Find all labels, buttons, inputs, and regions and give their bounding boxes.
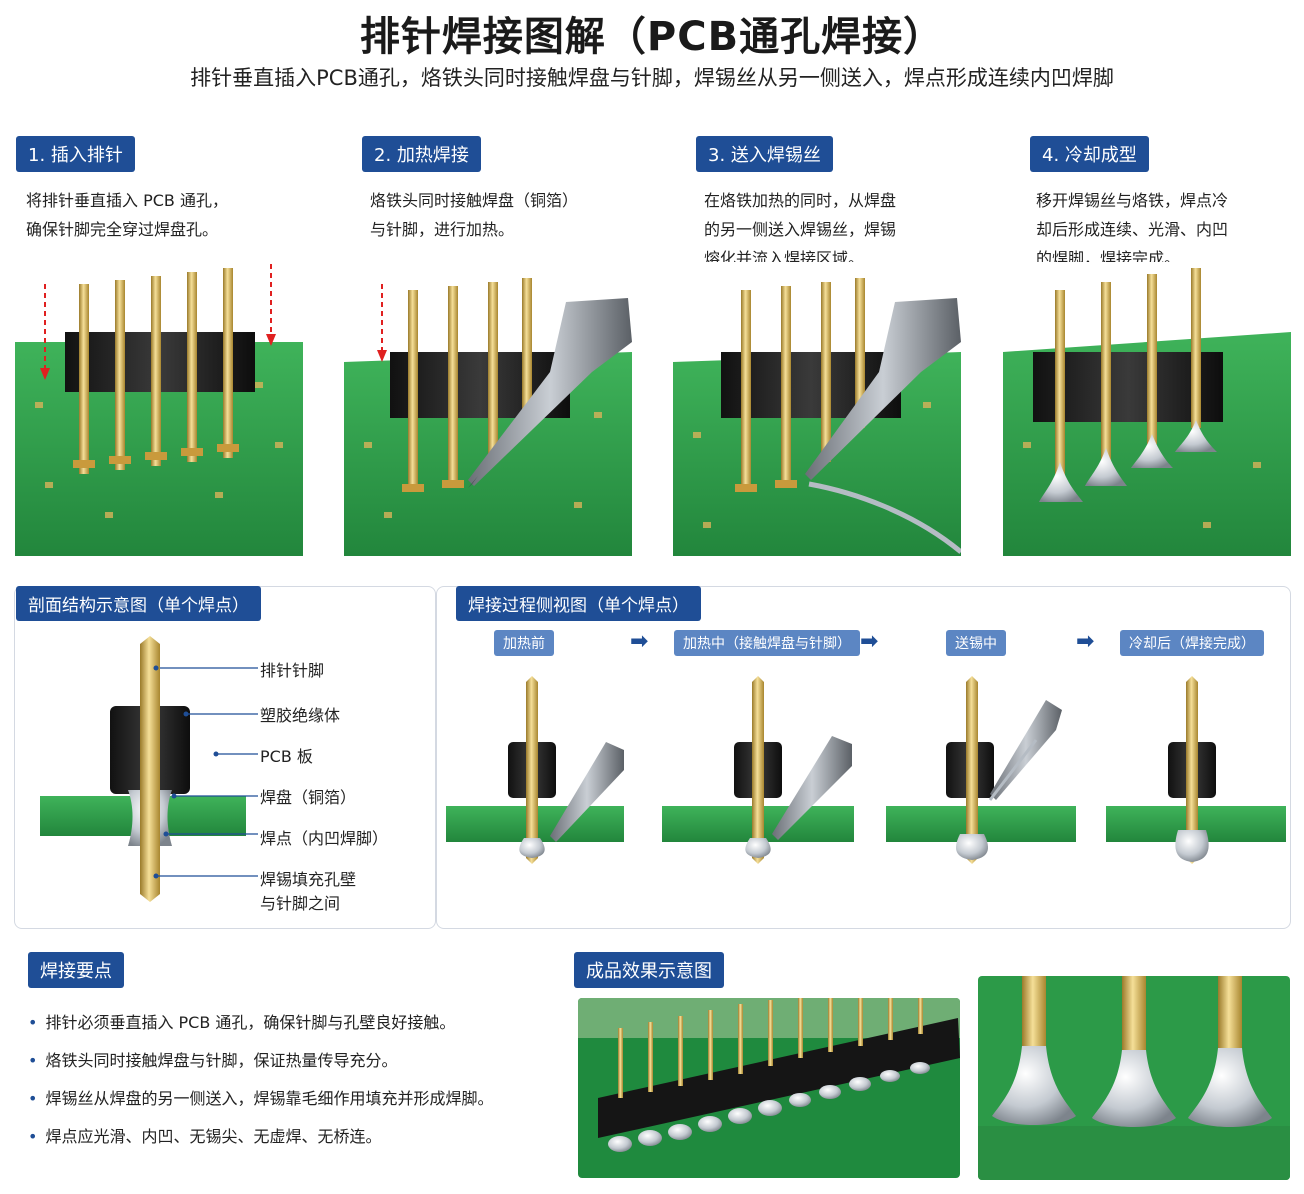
- result-badge: 成品效果示意图: [574, 952, 724, 988]
- step-4-badge: 4. 冷却成型: [1030, 136, 1149, 172]
- tips-badge: 焊接要点: [28, 952, 124, 988]
- step-4-illustration: [1003, 262, 1291, 556]
- step-1-text: 将排针垂直插入 PCB 通孔， 确保针脚完全穿过焊盘孔。: [26, 191, 228, 239]
- step-2-badge: 2. 加热焊接: [362, 136, 481, 172]
- tip-item: 焊点应光滑、内凹、无锡尖、无虚焊、无桥连。: [28, 1118, 493, 1156]
- label-fill-2: 与针脚之间: [260, 894, 341, 913]
- label-joint: 焊点（内凹焊脚）: [260, 829, 389, 848]
- step-1-illustration: [15, 262, 303, 556]
- side-view-cooled: [1106, 670, 1286, 880]
- arrow-icon-2: ➡: [860, 629, 879, 654]
- label-insulator: 塑胶绝缘体: [260, 706, 341, 725]
- stage-feeding: 送锡中: [946, 630, 1006, 656]
- cross-section-badge: 剖面结构示意图（单个焊点）: [16, 586, 261, 621]
- result-photo-row: [578, 998, 960, 1178]
- tip-item: 焊锡丝从焊盘的另一侧送入，焊锡靠毛细作用填充并形成焊脚。: [28, 1080, 493, 1118]
- tip-item: 烙铁头同时接触焊盘与针脚，保证热量传导充分。: [28, 1042, 493, 1080]
- insert-direction-arrows: [40, 264, 276, 380]
- label-pcb: PCB 板: [260, 747, 313, 766]
- solder-joints: [1039, 420, 1217, 502]
- step-3-illustration: [673, 262, 961, 556]
- stage-heating: 加热中（接触焊盘与针脚）: [674, 630, 860, 656]
- side-view-badge: 焊接过程侧视图（单个焊点）: [456, 586, 701, 621]
- page-subtitle: 排针垂直插入PCB通孔，烙铁头同时接触焊盘与针脚，焊锡丝从另一侧送入，焊点形成连…: [190, 66, 1114, 90]
- label-pad: 焊盘（铜箔）: [260, 788, 357, 807]
- tips-list: 排针必须垂直插入 PCB 通孔，确保针脚与孔壁良好接触。 烙铁头同时接触焊盘与针…: [28, 1004, 493, 1156]
- step-1-badge: 1. 插入排针: [16, 136, 135, 172]
- cross-section-box: [14, 586, 436, 929]
- page-title: 排针焊接图解（PCB通孔焊接）: [359, 14, 945, 60]
- step-3-badge: 3. 送入焊锡丝: [696, 136, 833, 172]
- result-photo-closeup: [978, 976, 1290, 1180]
- cross-section-diagram: [36, 636, 266, 906]
- step-2-text: 烙铁头同时接触焊盘（铜箔） 与针脚，进行加热。: [370, 191, 579, 239]
- soldering-iron-icon-2: [805, 298, 961, 480]
- step-3-text: 在烙铁加热的同时，从焊盘 的另一侧送入焊锡丝，焊锡 熔化并流入焊接区域。: [704, 191, 897, 268]
- label-fill-1: 焊锡填充孔壁: [260, 870, 357, 889]
- side-view-before: [446, 670, 626, 880]
- arrow-icon-3: ➡: [1076, 629, 1095, 654]
- step-2-illustration: [344, 262, 632, 556]
- solder-wire: [808, 481, 961, 554]
- stage-cooled: 冷却后（焊接完成）: [1120, 630, 1264, 656]
- soldering-iron-icon: [464, 298, 632, 492]
- side-view-feeding: [886, 670, 1076, 880]
- header-pins: [65, 268, 255, 474]
- step-4-text: 移开焊锡丝与烙铁，焊点冷 却后形成连续、光滑、内凹 的焊脚，焊接完成。: [1036, 191, 1229, 268]
- label-pin: 排针针脚: [260, 661, 325, 680]
- side-view-heating: [662, 670, 854, 880]
- stage-before: 加热前: [494, 630, 554, 656]
- tip-item: 排针必须垂直插入 PCB 通孔，确保针脚与孔壁良好接触。: [28, 1004, 493, 1042]
- arrow-icon-1: ➡: [630, 629, 649, 654]
